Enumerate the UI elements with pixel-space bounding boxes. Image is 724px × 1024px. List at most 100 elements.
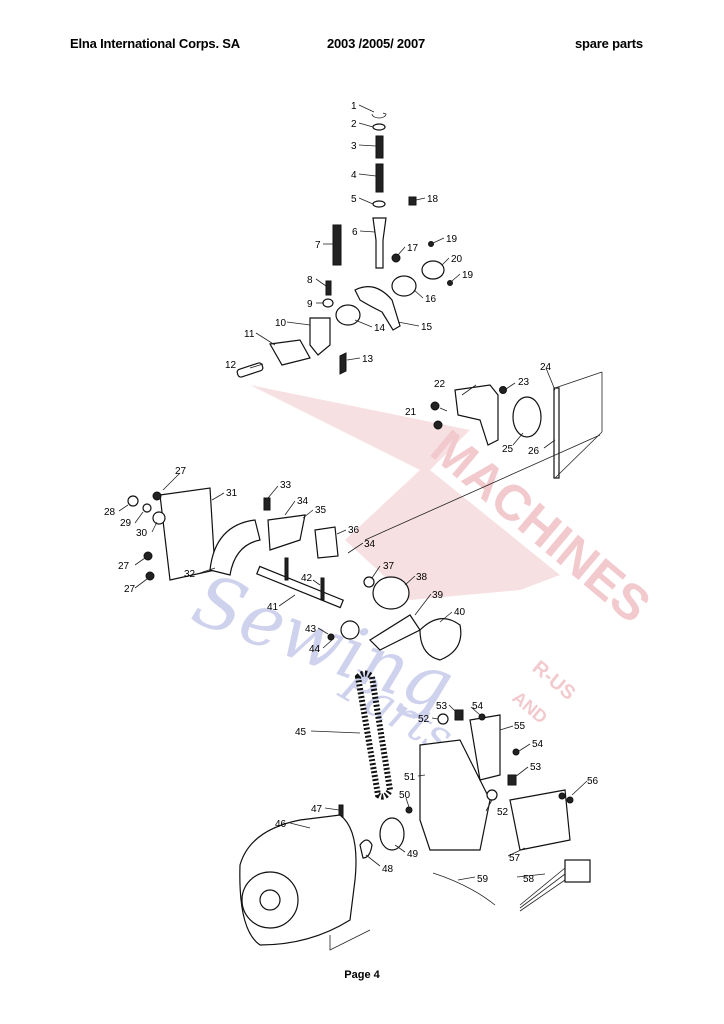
part-42-pin-b	[320, 577, 325, 601]
part-12-shaft	[236, 362, 264, 378]
part-label-51: 51	[404, 772, 416, 783]
part-16-washer	[391, 275, 417, 297]
header-models: 2003 /2005/ 2007	[327, 36, 426, 51]
part-label-50: 50	[399, 790, 411, 801]
part-label-12: 12	[225, 360, 237, 371]
part-54-nut-bottom	[512, 748, 520, 756]
part-label-59: 59	[477, 874, 489, 885]
part-52-washer-bottom	[486, 789, 498, 801]
part-29-washer	[142, 503, 152, 513]
part-55-plate	[469, 714, 501, 781]
part-label-54-top: 54	[472, 701, 484, 712]
part-label-30: 30	[136, 528, 148, 539]
part-13-spring	[339, 352, 347, 375]
part-label-16: 16	[425, 294, 437, 305]
part-32-sector-gear	[209, 519, 261, 576]
part-51-bracket	[419, 739, 491, 851]
part-45-belt	[354, 670, 394, 800]
part-label-56: 56	[587, 776, 599, 787]
part-2-washer	[372, 123, 386, 131]
part-label-34-top: 34	[297, 496, 309, 507]
part-label-43: 43	[305, 624, 317, 635]
part-label-9: 9	[307, 299, 313, 310]
part-5-washer	[372, 200, 386, 208]
part-label-47: 47	[311, 804, 323, 815]
part-label-20: 20	[451, 254, 463, 265]
part-label-48: 48	[382, 864, 394, 875]
part-27-screw-bottom	[145, 571, 155, 581]
part-label-15: 15	[421, 322, 433, 333]
part-label-19-top: 19	[446, 234, 458, 245]
part-23-screw	[499, 386, 507, 394]
part-label-45: 45	[295, 727, 307, 738]
part-label-23: 23	[518, 377, 530, 388]
part-label-18: 18	[427, 194, 439, 205]
part-label-27-bottom: 27	[124, 584, 136, 595]
watermark-small-text: R-US	[528, 656, 580, 704]
part-21-screw-b	[433, 420, 443, 430]
part-label-5: 5	[351, 194, 357, 205]
part-56-screw-a	[558, 792, 566, 800]
header-section: spare parts	[575, 36, 643, 51]
part-label-28: 28	[104, 507, 116, 518]
part-number-labels: 1 2 3 4 5 6 7 8 9 10 11 12 13 14 15 16 1…	[104, 101, 599, 885]
part-label-8: 8	[307, 275, 313, 286]
part-24-shaft	[553, 387, 560, 479]
part-label-52-bottom: 52	[497, 807, 509, 818]
part-33-pin	[263, 497, 271, 511]
part-label-31: 31	[226, 488, 238, 499]
part-49-pulley	[379, 817, 405, 851]
part-20-collar	[421, 260, 445, 280]
part-label-32: 32	[184, 569, 196, 580]
part-label-54-bottom: 54	[532, 739, 544, 750]
part-label-26: 26	[528, 446, 540, 457]
part-label-53-top: 53	[436, 701, 448, 712]
part-11-plate	[269, 339, 311, 366]
part-54-nut-top	[478, 713, 486, 721]
part-label-13: 13	[362, 354, 374, 365]
part-42-pin-a	[284, 557, 289, 581]
part-15-cam-lever	[354, 286, 401, 331]
left-mechanism-assembly	[127, 434, 601, 661]
part-9-nut	[322, 298, 334, 308]
part-label-22: 22	[434, 379, 446, 390]
part-52-washer-top	[437, 713, 449, 725]
part-28-ring	[127, 495, 139, 507]
part-label-10: 10	[275, 318, 287, 329]
motor-assembly	[239, 670, 591, 951]
part-1-clip	[371, 112, 387, 119]
part-43-gear	[340, 620, 360, 640]
part-56-screw-b	[566, 796, 574, 804]
part-label-57: 57	[509, 853, 521, 864]
part-58-connector	[564, 859, 591, 883]
part-57-switch-box	[509, 789, 571, 851]
part-18-setscrew	[408, 196, 417, 206]
part-25-roller	[512, 396, 542, 438]
part-label-36: 36	[348, 525, 360, 536]
part-53-bolt-top	[454, 709, 464, 721]
part-label-27-mid: 27	[118, 561, 130, 572]
part-19-screw-top	[428, 241, 434, 247]
motor-end-hub	[259, 889, 281, 911]
part-label-24: 24	[540, 362, 552, 373]
part-4-spring	[375, 163, 384, 193]
part-label-34-bottom: 34	[364, 539, 376, 550]
part-31-plate	[159, 487, 216, 581]
part-label-37: 37	[383, 561, 395, 572]
part-label-7: 7	[315, 240, 321, 251]
part-22-bracket	[454, 384, 499, 446]
part-10-bracket	[309, 317, 331, 356]
part-label-17: 17	[407, 243, 419, 254]
part-36-bracket	[314, 526, 339, 559]
part-label-33: 33	[280, 480, 292, 491]
part-label-35: 35	[315, 505, 327, 516]
part-58-wires	[519, 867, 566, 912]
part-label-3: 3	[351, 141, 357, 152]
page-number: Page 4	[344, 969, 380, 981]
part-label-40: 40	[454, 607, 466, 618]
part-21-screw-a	[430, 401, 440, 411]
part-30-washer	[152, 511, 166, 525]
part-label-58: 58	[523, 874, 535, 885]
part-7-spring	[332, 224, 342, 266]
watermark-arrow	[250, 385, 560, 600]
